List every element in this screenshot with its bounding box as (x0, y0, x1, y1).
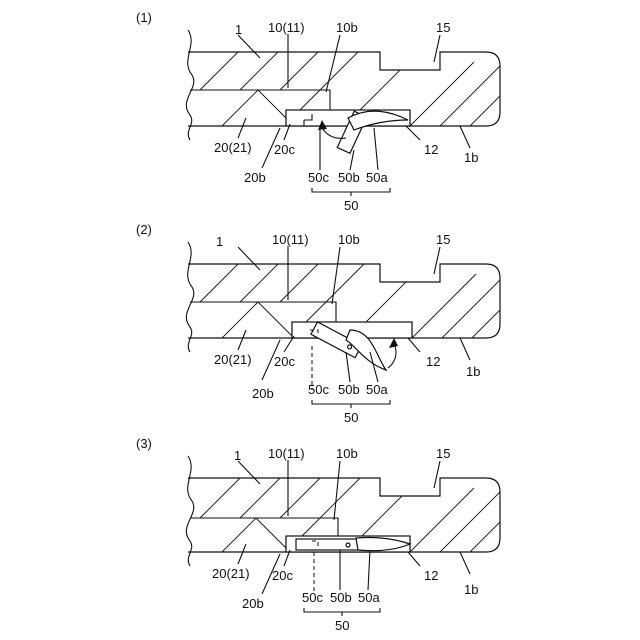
label-50: 50 (344, 198, 358, 213)
label-1: 1 (216, 234, 223, 249)
label-10: 10(11) (272, 232, 309, 247)
arrow-head (389, 338, 398, 348)
label-1: 1 (235, 22, 242, 37)
label-50a: 50a (366, 170, 388, 185)
label-50: 50 (344, 410, 358, 425)
label-50b: 50b (330, 590, 352, 605)
label-15: 15 (436, 20, 450, 35)
label-20b: 20b (244, 170, 266, 185)
label-50c: 50c (308, 382, 329, 397)
label-50c: 50c (308, 170, 329, 185)
label-12: 12 (424, 142, 438, 157)
label-20b: 20b (252, 386, 274, 401)
label-20c: 20c (274, 142, 295, 157)
label-50a: 50a (358, 590, 380, 605)
label-15: 15 (436, 446, 450, 461)
label-20c: 20c (274, 354, 295, 369)
label-20b: 20b (242, 596, 264, 611)
panel-step-label: (3) (136, 436, 152, 451)
label-1b: 1b (464, 150, 478, 165)
mechanism-50c (310, 330, 318, 390)
label-20: 20(21) (214, 140, 252, 155)
label-1b: 1b (464, 582, 478, 597)
label-20: 20(21) (214, 352, 252, 367)
label-10: 10(11) (268, 446, 305, 461)
label-20c: 20c (272, 568, 293, 583)
label-10b: 10b (336, 20, 358, 35)
label-12: 12 (426, 354, 440, 369)
label-50: 50 (335, 618, 349, 633)
label-1b: 1b (466, 364, 480, 379)
label-15: 15 (436, 232, 450, 247)
panel-3: (3) 1 1 (136, 436, 500, 633)
label-10b: 10b (338, 232, 360, 247)
panel-step-label: (1) (136, 10, 152, 25)
panel-1: (1) (136, 10, 500, 213)
brace-50 (312, 188, 390, 196)
label-50b: 50b (338, 382, 360, 397)
label-50b: 50b (338, 170, 360, 185)
label-50c: 50c (302, 590, 323, 605)
label-20: 20(21) (212, 566, 250, 581)
label-10: 10(11) (268, 20, 305, 35)
brace-50 (312, 400, 390, 408)
brace-50 (304, 608, 380, 616)
label-10b: 10b (336, 446, 358, 461)
lever-pin (346, 543, 350, 547)
label-12: 12 (424, 568, 438, 583)
label-1: 1 (234, 448, 241, 463)
label-50a: 50a (366, 382, 388, 397)
panel-2: (2) (136, 222, 500, 425)
panel-step-label: (2) (136, 222, 152, 237)
